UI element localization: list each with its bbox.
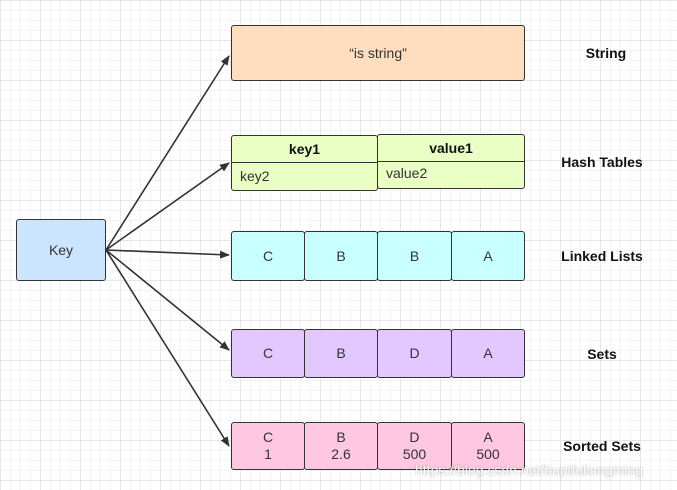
arrow-to-sets (105, 249, 230, 351)
string-box: “is string” (231, 25, 525, 81)
string-value: “is string” (349, 44, 407, 61)
sorted-set-member: A (483, 429, 493, 445)
hash-key-value: key2 (240, 168, 270, 184)
hash-value-value: value2 (386, 165, 428, 181)
arrow-to-hash (105, 162, 230, 251)
set-item: B (304, 329, 378, 378)
sorted-set-score: 500 (476, 446, 500, 462)
sorted-set-member: D (409, 429, 420, 445)
hash-value-header: value1 (378, 135, 524, 162)
list-item: B (304, 231, 378, 281)
sorted-set-score: 500 (402, 446, 427, 462)
list-item: A (451, 231, 525, 281)
sorted-set-score: 1 (264, 446, 272, 462)
arrow-to-list (105, 249, 230, 259)
sets-type-label: Sets (587, 346, 617, 362)
linked-list-type-label: Linked Lists (561, 248, 643, 264)
arrow-to-sorted-sets (105, 249, 230, 447)
list-item: C (231, 231, 305, 281)
string-type-label: String (585, 45, 627, 61)
hash-value-column: value1 value2 (377, 134, 525, 189)
sorted-set-score: 2.6 (331, 446, 351, 462)
hash-type-label: Hash Tables (561, 154, 643, 170)
key-box: Key (16, 219, 106, 281)
list-item: B (377, 231, 452, 281)
set-item: C (231, 329, 305, 378)
hash-key-header: key1 (232, 136, 377, 163)
arrow-to-string (105, 55, 230, 251)
sorted-set-member: B (336, 429, 346, 445)
key-label: Key (48, 241, 74, 258)
set-item: D (377, 329, 452, 378)
set-item: A (451, 329, 525, 378)
hash-key-column: key1 key2 (231, 135, 378, 191)
watermark: https://blog.csdn.net/buptfuliongming (415, 462, 644, 478)
sorted-set-member: C (262, 429, 274, 445)
sorted-sets-type-label: Sorted Sets (563, 438, 641, 454)
